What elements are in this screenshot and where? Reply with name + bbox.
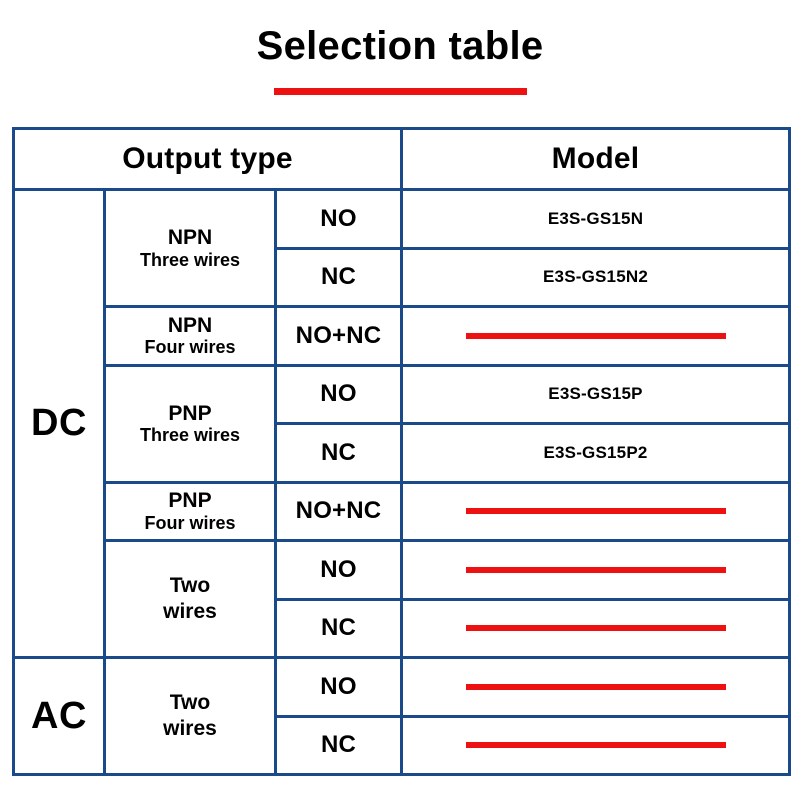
power-cell-ac: AC — [12, 656, 106, 776]
model-cell — [400, 714, 791, 776]
type-cell-pnp-four-wires: PNP Four wires — [103, 480, 277, 542]
red-strike-bar-icon — [465, 508, 726, 515]
contact-cell: NO — [274, 656, 403, 718]
power-cell-dc: DC — [12, 188, 106, 659]
selection-table-wrapper: Output type Model DC NPN Three wires NO … — [12, 127, 791, 776]
redacted-model-host — [405, 542, 786, 598]
contact-cell: NO+NC — [274, 305, 403, 367]
table-row: NPN Four wires NO+NC — [14, 305, 791, 367]
model-cell — [400, 480, 791, 542]
table-row: NC E3S-GS15P2 — [14, 422, 791, 484]
red-strike-bar-icon — [465, 566, 726, 573]
type-main-label: PNP — [168, 401, 212, 425]
contact-cell: NO — [274, 188, 403, 250]
contact-cell: NO — [274, 363, 403, 425]
title-underline-accent — [273, 88, 527, 95]
contact-cell: NC — [274, 714, 403, 776]
header-model: Model — [400, 127, 791, 191]
table-header-row: Output type Model — [12, 127, 791, 191]
table-body: Output type Model DC NPN Three wires NO … — [12, 127, 791, 776]
table-row: NC E3S-GS15N2 — [14, 246, 791, 308]
redacted-model-host — [405, 308, 786, 364]
redacted-model-host — [405, 484, 786, 540]
red-strike-bar-icon — [465, 683, 726, 690]
model-cell: E3S-GS15P — [400, 363, 791, 425]
contact-cell: NO+NC — [274, 480, 403, 542]
redacted-model-host — [405, 601, 786, 657]
table-row: PNP Three wires NO E3S-GS15P — [14, 363, 791, 484]
model-cell: E3S-GS15N2 — [400, 246, 791, 308]
table-row: DC NPN Three wires NO E3S-GS15N — [12, 188, 791, 659]
model-cell — [400, 305, 791, 367]
model-cell — [400, 597, 791, 659]
type-cell-npn-four-wires: NPN Four wires — [103, 305, 277, 367]
page-title: Selection table — [256, 24, 544, 68]
model-cell: E3S-GS15N — [400, 188, 791, 250]
table-row: AC Two wires NO — [12, 656, 791, 776]
model-cell: E3S-GS15P2 — [400, 422, 791, 484]
header-output-type: Output type — [12, 127, 403, 191]
contact-cell: NC — [274, 422, 403, 484]
table-row: NC — [14, 597, 791, 659]
type-sub-label: Four wires — [144, 337, 236, 358]
red-strike-bar-icon — [465, 625, 726, 632]
type-cell-dc-two-wires: Two wires — [103, 539, 277, 659]
red-strike-bar-icon — [465, 332, 726, 339]
model-cell — [400, 656, 791, 718]
type-cell-ac-two-wires: Two wires — [103, 656, 277, 776]
contact-cell: NC — [274, 246, 403, 308]
type-cell-pnp-three-wires: PNP Three wires — [103, 363, 277, 484]
type-two-line2: wires — [163, 600, 217, 623]
selection-table: Output type Model DC NPN Three wires NO … — [12, 127, 791, 776]
type-two-line2: wires — [163, 717, 217, 740]
type-main-label: NPN — [167, 313, 213, 337]
redacted-model-host — [405, 659, 786, 715]
type-two-line1: Two — [169, 573, 211, 597]
contact-cell: NC — [274, 597, 403, 659]
red-strike-bar-icon — [465, 742, 726, 749]
type-main-label: NPN — [167, 226, 213, 250]
type-cell-npn-three-wires: NPN Three wires — [103, 188, 277, 308]
contact-cell: NO — [274, 539, 403, 601]
model-cell — [400, 539, 791, 601]
type-sub-label: Four wires — [144, 512, 236, 533]
table-row: Two wires NO — [14, 539, 791, 659]
table-row: NC — [14, 714, 791, 776]
type-main-label: PNP — [168, 489, 212, 513]
page-title-block: Selection table — [0, 22, 800, 95]
type-sub-label: Three wires — [139, 425, 241, 446]
type-sub-label: Three wires — [139, 249, 241, 270]
type-two-line1: Two — [169, 690, 211, 714]
table-row: PNP Four wires NO+NC — [14, 480, 791, 542]
redacted-model-host — [405, 718, 786, 774]
